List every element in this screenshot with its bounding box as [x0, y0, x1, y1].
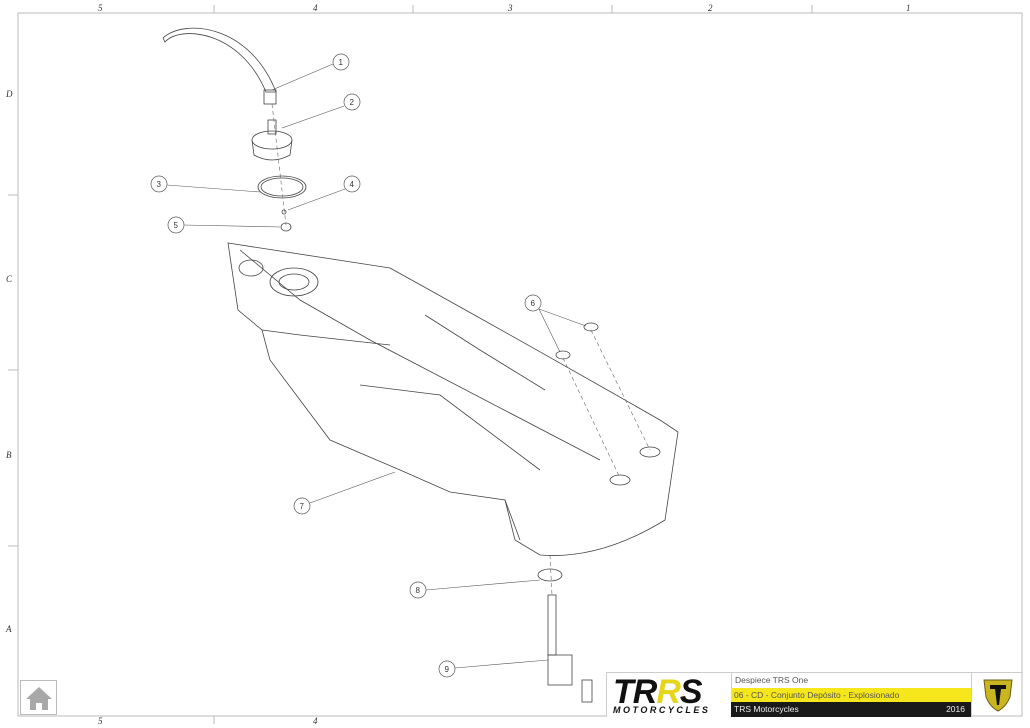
row-label: C — [6, 274, 13, 284]
drawing-frame — [8, 5, 1023, 724]
part-screw — [555, 350, 571, 360]
svg-text:9: 9 — [445, 665, 450, 674]
part-fuel-tap-pipe — [547, 594, 557, 656]
zone-labels: 5 4 3 2 1 5 4 D C B A — [5, 3, 911, 726]
hose-end — [263, 89, 277, 105]
svg-text:8: 8 — [416, 586, 421, 595]
year: 2016 — [946, 704, 965, 715]
part-hose — [162, 27, 277, 93]
home-button[interactable] — [20, 680, 57, 715]
company-name: TRS Motorcycles — [734, 704, 799, 715]
row-label: D — [5, 89, 13, 99]
column-label: 4 — [313, 3, 318, 13]
drawing-title: 06 - CD - Conjunto Depósito - Explosiona… — [731, 687, 971, 703]
column-label: 5 — [98, 3, 103, 13]
svg-text:2: 2 — [350, 98, 355, 107]
balloon-4 — [343, 175, 361, 193]
home-icon — [25, 686, 52, 710]
balloon-1 — [332, 53, 350, 71]
assembly-lines — [271, 103, 651, 596]
svg-text:7: 7 — [300, 502, 305, 511]
part-fuel-tap — [547, 654, 573, 686]
part-washer — [281, 209, 287, 215]
part-clamp — [537, 568, 563, 582]
column-label: 1 — [906, 3, 911, 13]
svg-text:6: 6 — [531, 299, 536, 308]
balloon-9 — [438, 660, 456, 678]
balloon-7 — [293, 497, 311, 515]
company-row: TRS Motorcycles 2016 — [731, 702, 971, 717]
part-screw — [583, 322, 599, 332]
svg-text:1: 1 — [339, 58, 344, 67]
drawing-set-title: Despiece TRS One — [731, 673, 971, 688]
balloon-5 — [167, 216, 185, 234]
column-label: 5 — [98, 716, 103, 726]
parts — [162, 27, 679, 703]
part-o-ring — [257, 175, 307, 199]
balloon-3 — [150, 175, 168, 193]
row-label: B — [6, 450, 12, 460]
svg-text:3: 3 — [157, 180, 162, 189]
svg-text:5: 5 — [174, 221, 179, 230]
shield-icon — [982, 679, 1013, 712]
trs-logo: TRRS MOTORCYCLES — [607, 673, 731, 717]
part-fuel-tank — [227, 242, 679, 556]
column-label: 2 — [708, 3, 713, 13]
item-balloons: 1 2 3 4 5 6 7 8 9 — [150, 53, 542, 678]
balloon-2 — [343, 93, 361, 111]
trs-shield-emblem — [971, 673, 1023, 717]
balloon-8 — [409, 581, 427, 599]
column-label: 4 — [313, 716, 318, 726]
leader-lines — [166, 63, 587, 669]
row-label: A — [5, 624, 12, 634]
column-label: 3 — [507, 3, 513, 13]
svg-text:4: 4 — [350, 180, 355, 189]
balloon-6 — [524, 294, 542, 312]
title-block: TRRS MOTORCYCLES Despiece TRS One 06 - C… — [606, 672, 1023, 717]
